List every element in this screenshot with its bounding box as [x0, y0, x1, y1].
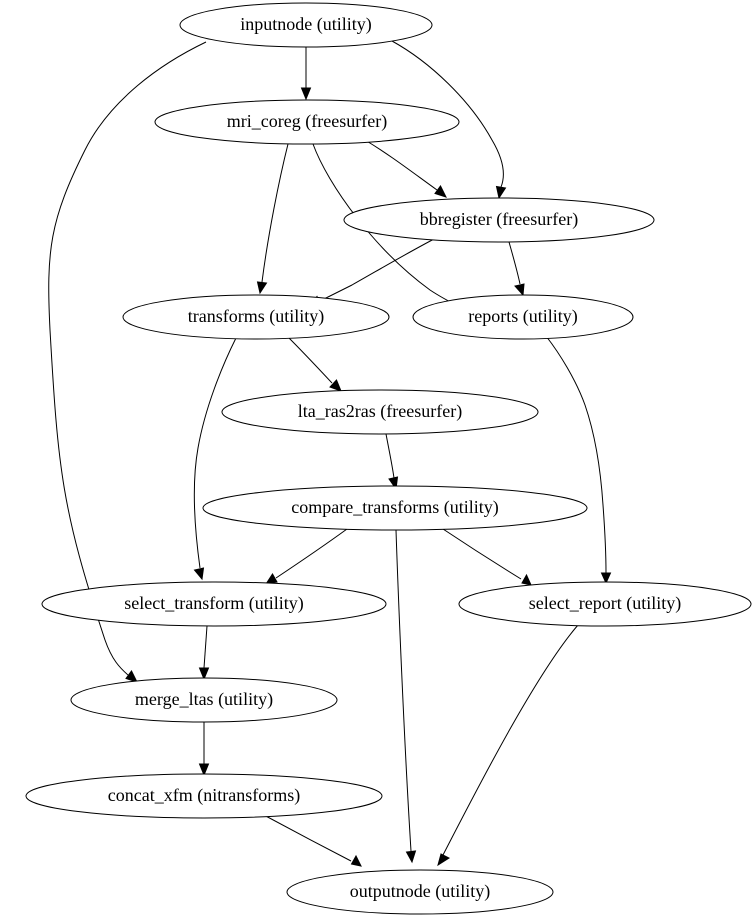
node-ellipse-shape[interactable] [221, 389, 539, 435]
edge-arrowhead-icon [198, 667, 210, 681]
graph-edge-reports-to-select_report [545, 335, 612, 585]
edge-line [287, 336, 333, 384]
graph-edge-compare_transforms-to-select_transform [264, 528, 348, 585]
edge-line [203, 625, 208, 669]
node-ellipse-shape[interactable] [122, 294, 390, 340]
edge-line [545, 335, 607, 574]
graph-edge-inputnode-to-merge_ltas [48, 41, 207, 683]
graph-node-select_transform[interactable]: select_transform (utility) [41, 581, 387, 627]
edge-arrowhead-icon [193, 567, 205, 581]
edge-arrowhead-icon [434, 185, 447, 198]
graph-edge-select_report-to-outputnode [437, 624, 579, 867]
graph-edge-mri_coreg-to-transforms [256, 143, 289, 295]
graph-edge-transforms-to-lta_ras2ras [287, 336, 342, 392]
node-ellipse-shape[interactable] [25, 773, 383, 819]
edge-line [391, 40, 504, 188]
node-ellipse-shape[interactable] [154, 99, 460, 145]
graph-edge-select_transform-to-merge_ltas [198, 625, 210, 681]
edge-arrowhead-icon [514, 283, 525, 297]
edge-arrowhead-icon [125, 670, 138, 683]
graph-node-lta_ras2ras[interactable]: lta_ras2ras (freesurfer) [221, 389, 539, 435]
edge-line [442, 528, 522, 580]
graph-edge-bbregister-to-reports [508, 241, 525, 297]
graph-edge-inputnode-to-mri_coreg [300, 47, 312, 101]
node-ellipse-shape[interactable] [202, 485, 588, 531]
graph-edge-bbregister-to-transforms [308, 237, 437, 307]
graph-node-bbregister[interactable]: bbregister (freesurfer) [343, 197, 655, 243]
edge-arrowhead-icon [198, 763, 210, 777]
graph-node-inputnode[interactable]: inputnode (utility) [179, 2, 433, 48]
edge-arrowhead-icon [521, 573, 532, 586]
graph-edge-lta_ras2ras-to-compare_transforms [385, 433, 399, 491]
edge-line [319, 237, 437, 302]
edge-line [48, 41, 207, 676]
node-ellipse-shape[interactable] [70, 677, 338, 723]
graph-edge-merge_ltas-to-concat_xfm [198, 722, 210, 777]
node-ellipse-shape[interactable] [343, 197, 655, 243]
node-ellipse-shape[interactable] [412, 294, 634, 340]
node-ellipse-shape[interactable] [286, 869, 554, 915]
edge-arrowhead-icon [495, 185, 507, 200]
graph-edge-inputnode-to-bbregister [391, 40, 507, 200]
node-ellipse-shape[interactable] [41, 581, 387, 627]
graph-nodes-layer: inputnode (utility) mri_coreg (freesurfer… [25, 2, 752, 915]
edge-arrowhead-icon [256, 281, 268, 295]
edge-arrowhead-icon [264, 573, 278, 585]
edge-arrowhead-icon [405, 850, 417, 864]
edge-line [193, 337, 237, 569]
graph-edge-concat_xfm-to-outputnode [261, 813, 362, 867]
graph-node-outputnode[interactable]: outputnode (utility) [286, 869, 554, 915]
node-ellipse-shape[interactable] [179, 2, 433, 48]
graph-node-select_report[interactable]: select_report (utility) [458, 581, 752, 627]
edge-line [275, 528, 348, 579]
graph-node-merge_ltas[interactable]: merge_ltas (utility) [70, 677, 338, 723]
edge-line [364, 139, 438, 191]
edge-line [261, 143, 289, 283]
graph-node-compare_transforms[interactable]: compare_transforms (utility) [202, 485, 588, 531]
graph-node-concat_xfm[interactable]: concat_xfm (nitransforms) [25, 773, 383, 819]
edge-arrowhead-icon [600, 572, 612, 585]
graph-edge-transforms-to-select_transform [193, 337, 237, 581]
edge-line [442, 624, 579, 856]
edge-arrowhead-icon [437, 853, 451, 867]
edge-arrowhead-icon [350, 854, 362, 867]
node-ellipse-shape[interactable] [458, 581, 752, 627]
graph-edge-compare_transforms-to-select_report [442, 528, 532, 586]
edge-arrowhead-icon [329, 379, 342, 392]
graph-node-reports[interactable]: reports (utility) [412, 294, 634, 340]
graph-edges-layer [48, 40, 612, 867]
edge-arrowhead-icon [300, 87, 312, 101]
edge-line [395, 529, 412, 852]
graph-edge-mri_coreg-to-bbregister [364, 139, 447, 198]
edge-line [508, 241, 521, 285]
edge-line [385, 433, 395, 479]
graph-node-transforms[interactable]: transforms (utility) [122, 294, 390, 340]
graph-edge-compare_transforms-to-outputnode [395, 529, 417, 864]
edge-line [261, 813, 352, 862]
graph-node-mri_coreg[interactable]: mri_coreg (freesurfer) [154, 99, 460, 145]
